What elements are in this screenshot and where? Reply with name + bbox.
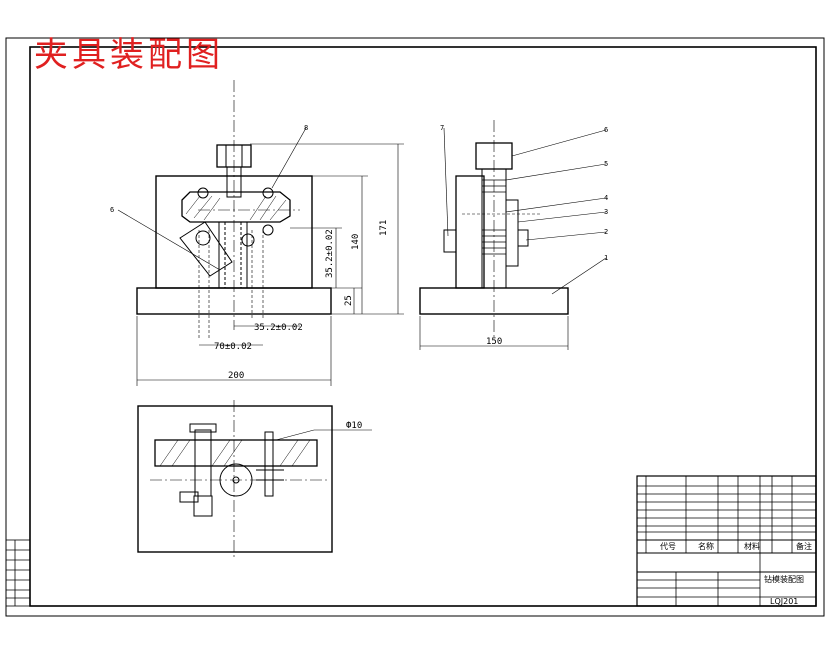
tb-drawing-no: LQJ201: [770, 597, 798, 606]
front-view: [117, 80, 332, 340]
side-view: [419, 120, 607, 350]
outer-border: [5, 37, 825, 617]
dim-35-2-horizontal: 35.2±0.02: [254, 323, 303, 333]
dim-25: 25: [344, 295, 354, 306]
tb-col-material: 材料: [744, 541, 760, 551]
part-label-5: 5: [604, 160, 608, 168]
part-label-3: 3: [604, 208, 608, 216]
part-label-7: 7: [440, 124, 444, 132]
dim-200: 200: [228, 371, 244, 381]
dim-171: 171: [379, 220, 389, 236]
part-label-front-left: 6: [110, 206, 114, 214]
part-label-4: 4: [604, 194, 608, 202]
tb-col-code: 代号: [660, 541, 676, 551]
title-block: [636, 475, 817, 607]
dim-35-2-vertical: 35.2±0.02: [325, 229, 335, 278]
inner-frame: [29, 46, 817, 607]
dim-70: 70±0.02: [214, 342, 252, 352]
part-label-front-top: 8: [304, 124, 308, 132]
tb-col-remark: 备注: [796, 541, 812, 551]
part-label-side-6: 6: [604, 126, 608, 134]
dim-150: 150: [486, 337, 502, 347]
dim-bore: Ф10: [346, 421, 362, 431]
top-view: [137, 400, 372, 558]
sheet-title: 夹具装配图: [34, 35, 224, 75]
tb-drawing-name: 钻模装配图: [764, 574, 804, 584]
part-label-2: 2: [604, 228, 608, 236]
tb-col-name: 名称: [698, 541, 714, 551]
front-dimension-lines: [136, 143, 404, 386]
dim-140: 140: [351, 234, 361, 250]
part-label-1: 1: [604, 254, 608, 262]
left-revision-strip: [5, 539, 31, 607]
